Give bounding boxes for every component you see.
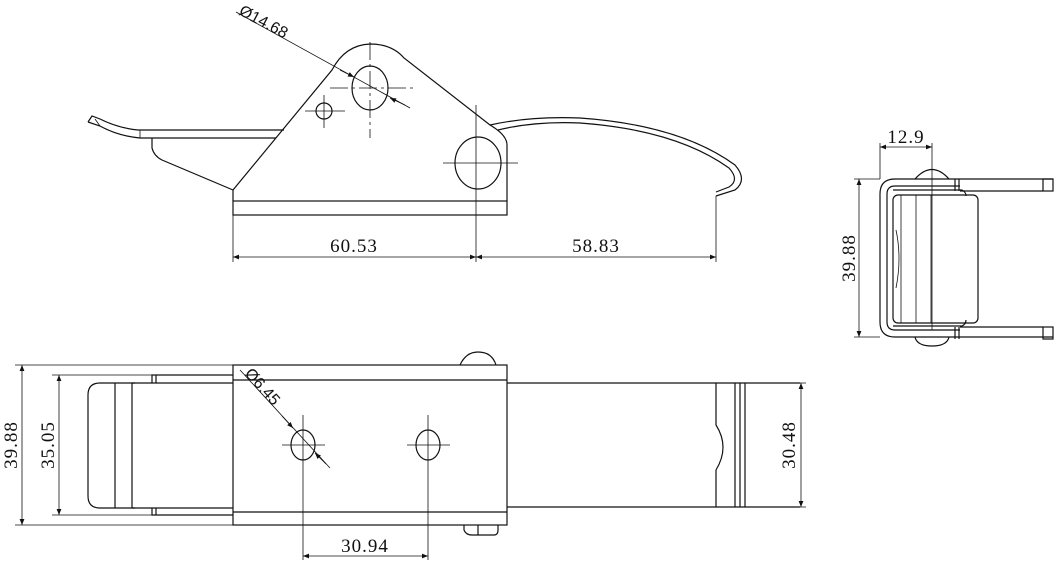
plan-handle-arms [132,374,233,516]
side-roller-rims [893,189,967,327]
side-inner-u [886,185,960,331]
side-view: 12.9 39.88 [839,127,1054,347]
plan-view: 39.88 35.05 30.48 30.94 Ø6.45 [1,351,806,560]
plan-plate-edges [233,379,507,513]
dim-plan-hole-diameter: Ø6.45 [241,365,283,409]
dim-strap-width: 30.48 [779,421,800,469]
dim-side-width: 12.9 [887,127,924,148]
plan-handle-lines [114,383,133,508]
dim-handle-height: 35.05 [38,421,59,469]
side-extension-lines [854,143,933,338]
plan-knob-bottom [463,525,499,536]
handle-lever [151,138,234,191]
big-hole-centerline [330,42,415,138]
plan-extension-lines [15,364,806,526]
front-view: 60.53 58.83 Ø14.68 [87,3,743,262]
side-tab-top [1042,178,1054,192]
leader-big-hole [235,11,411,109]
leader-arrow-4 [314,452,327,465]
side-knob-bottom [914,336,950,347]
side-outer-u [879,178,1053,338]
leader-arrow-2 [389,97,406,106]
small-hole-centerline [305,95,345,128]
plan-strap-notch [715,383,746,507]
dim-big-hole-diameter: Ø14.68 [236,3,290,43]
pivot-plate [232,43,508,201]
plan-handle [87,382,135,509]
base-plate [232,200,508,216]
side-strap-lines [954,179,1043,339]
dim-base-length: 60.53 [330,236,378,257]
hook-inner [497,122,736,193]
handle-tab-edge [94,118,141,138]
side-roller-lines [895,195,932,323]
side-roller [892,194,979,324]
plan-hole-centerlines [282,415,450,560]
plan-main-plate [232,364,508,526]
leader-arrow-1 [339,69,355,78]
leader-arrow-3 [281,415,294,429]
handle-arm-top [87,115,284,131]
dim-hook-length: 58.83 [572,236,620,257]
plan-strap [507,382,800,508]
plan-knob-top [459,351,497,366]
side-tab-bottom [1042,326,1054,340]
extension-lines [232,105,717,262]
dim-hole-spacing: 30.94 [341,536,389,557]
hook-outer [489,117,743,197]
dim-overall-height: 39.88 [1,421,22,469]
dim-side-height: 39.88 [839,234,860,282]
